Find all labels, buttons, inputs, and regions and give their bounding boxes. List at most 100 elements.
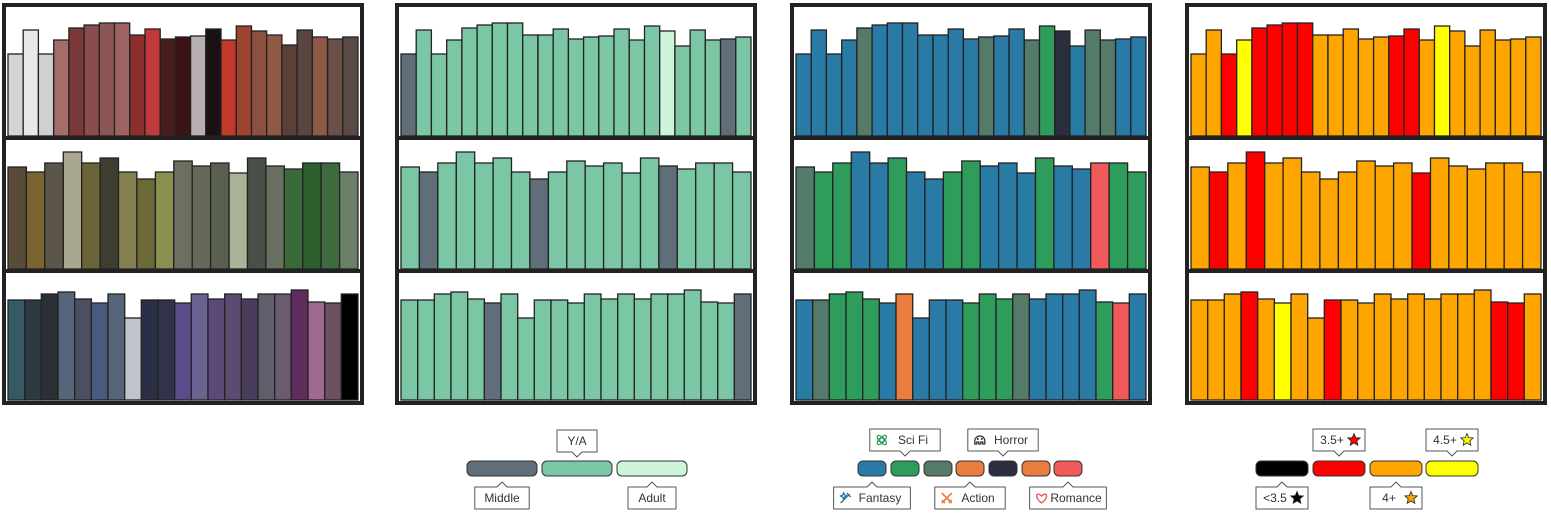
book xyxy=(689,29,706,137)
book xyxy=(602,162,623,270)
book xyxy=(450,291,469,401)
book xyxy=(7,166,28,270)
book xyxy=(190,293,209,401)
shelf-row-2 xyxy=(1190,151,1542,270)
book xyxy=(24,299,43,401)
book xyxy=(74,298,93,401)
book xyxy=(246,157,267,270)
book xyxy=(552,28,570,137)
book xyxy=(719,38,737,137)
shelf-board xyxy=(4,269,362,273)
shelf-row-2 xyxy=(7,151,359,270)
book xyxy=(25,171,46,270)
book xyxy=(795,53,812,137)
book xyxy=(1418,39,1436,137)
book xyxy=(53,39,70,137)
book xyxy=(281,44,298,137)
book xyxy=(1112,302,1131,401)
book xyxy=(302,162,322,270)
book xyxy=(567,38,585,137)
book xyxy=(250,30,268,137)
action-icon xyxy=(941,492,953,504)
star-icon xyxy=(1459,432,1475,447)
book xyxy=(869,162,889,270)
book xyxy=(828,293,847,401)
book xyxy=(1372,36,1390,137)
bookcase-frame xyxy=(395,3,757,405)
legend-label: Horror xyxy=(994,433,1028,447)
legend-label: 3.5+ xyxy=(1320,433,1344,447)
legend-label: Y/A xyxy=(567,434,586,448)
book xyxy=(731,171,752,270)
bookshelf-panel-1 xyxy=(2,3,364,405)
book xyxy=(928,299,947,401)
shelf-row-2 xyxy=(795,151,1147,270)
shelf-board xyxy=(1187,136,1545,140)
book xyxy=(81,162,101,270)
book xyxy=(945,299,964,401)
shelf-board xyxy=(397,269,755,273)
legend-callout: Horror xyxy=(967,428,1039,457)
book xyxy=(617,293,636,401)
book xyxy=(700,301,719,401)
book xyxy=(44,162,64,270)
book xyxy=(810,29,828,137)
book xyxy=(324,302,343,401)
book xyxy=(993,35,1010,137)
legend-label: <3.5 xyxy=(1263,491,1287,505)
book xyxy=(582,36,600,137)
book xyxy=(850,151,871,270)
book xyxy=(676,168,697,270)
book xyxy=(1054,30,1071,137)
book xyxy=(173,160,193,270)
book xyxy=(1266,24,1283,137)
legend-callout: <3.5 xyxy=(1255,481,1309,510)
book xyxy=(1357,38,1375,137)
legend-swatch xyxy=(1369,460,1423,477)
book xyxy=(400,299,419,401)
book xyxy=(1319,178,1339,270)
book xyxy=(704,39,722,137)
book xyxy=(1008,28,1025,137)
book xyxy=(1357,302,1376,401)
legend-callout: 4+ xyxy=(1369,481,1423,510)
shelf-board xyxy=(1187,269,1545,273)
book xyxy=(461,27,478,137)
book xyxy=(189,35,207,137)
book xyxy=(1071,168,1092,270)
book xyxy=(467,298,486,401)
legend-label: 4.5+ xyxy=(1433,433,1457,447)
book xyxy=(1448,165,1468,270)
bookshelf-panel-4 xyxy=(1185,3,1547,405)
legend-callout: Middle xyxy=(474,481,530,510)
book xyxy=(856,27,873,137)
book xyxy=(311,36,329,137)
book xyxy=(997,162,1018,270)
book xyxy=(598,35,615,137)
book xyxy=(266,34,283,137)
book xyxy=(476,24,493,137)
book xyxy=(695,162,715,270)
book xyxy=(1392,162,1413,270)
book xyxy=(1038,25,1056,137)
book xyxy=(683,289,702,401)
book xyxy=(107,293,126,401)
book xyxy=(417,299,436,401)
legend-swatch xyxy=(466,460,538,477)
book xyxy=(977,36,995,137)
legend-label: Middle xyxy=(484,491,520,505)
book xyxy=(650,293,669,401)
book xyxy=(1114,38,1132,137)
book xyxy=(924,178,944,270)
legend-label: Fantasy xyxy=(859,491,902,505)
legend-callout: Y/A xyxy=(556,429,598,458)
book xyxy=(1312,34,1329,137)
book xyxy=(1045,293,1064,401)
legend-label: Romance xyxy=(1050,491,1102,505)
book xyxy=(1337,171,1358,270)
book xyxy=(1440,293,1459,401)
bookshelf-panel-3 xyxy=(790,3,1152,405)
book xyxy=(1012,293,1031,401)
book xyxy=(1190,299,1209,401)
